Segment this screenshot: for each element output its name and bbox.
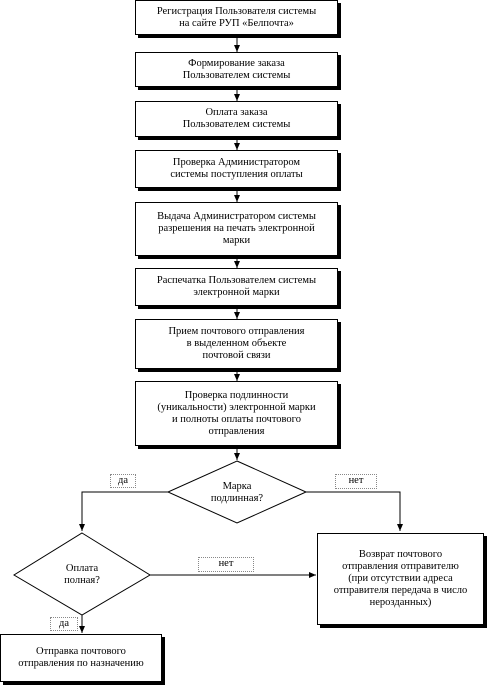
branch-label-yes-stamp: да [110, 474, 136, 488]
step-registration: Регистрация Пользователя системы на сайт… [135, 0, 338, 35]
step-order-forming: Формирование заказа Пользователем систем… [135, 52, 338, 87]
step-authenticity-check: Проверка подлинности (уникальности) элек… [135, 381, 338, 446]
decision-diamond-stamp [166, 460, 308, 524]
branch-label-yes-payment: да [50, 617, 78, 631]
outcome-return-to-sender: Возврат почтового отправления отправител… [317, 533, 484, 625]
step-stamp-printing: Распечатка Пользователем системы электро… [135, 268, 338, 306]
branch-label-no-payment: нет [198, 557, 254, 572]
arrow-stamp-yes [79, 491, 168, 531]
step-payment-check: Проверка Администратором системы поступл… [135, 150, 338, 188]
decision-stamp-label: Марка подлинная? [210, 481, 264, 504]
branch-label-no-stamp: нет [335, 474, 377, 489]
outcome-send-to-destination: Отправка почтового отправления по назнач… [0, 634, 162, 682]
step-item-acceptance: Прием почтового отправления в выделенном… [135, 319, 338, 369]
arrow-stamp-no [306, 491, 403, 531]
decision-payment-label: Оплата полная? [64, 563, 100, 586]
decision-diamond-payment [13, 532, 151, 616]
step-print-permission: Выдача Администратором системы разрешени… [135, 202, 338, 256]
step-order-payment: Оплата заказа Пользователем системы [135, 101, 338, 137]
